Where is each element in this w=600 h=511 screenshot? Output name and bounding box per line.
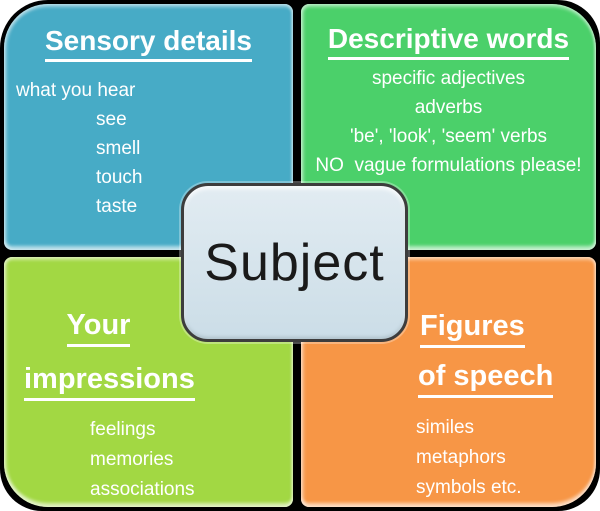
sensory-details-list: what you hear see smell touch taste [16,76,142,221]
list-item: associations [90,479,195,500]
figures-of-speech-title-line2: of speech [418,360,554,398]
subject-label: Subject [204,233,385,292]
figures-of-speech-title-line2-text: of speech [418,360,554,398]
list-item: specific adjectives [371,68,526,89]
list-item: touch [96,167,143,188]
figures-of-speech-list: similes metaphors symbols etc. [416,413,522,503]
list-item: taste [96,196,138,217]
list-item: similes [416,417,475,438]
your-impressions-title-line2: impressions [24,363,195,401]
your-impressions-list: feelings memories associations [90,415,195,505]
sensory-details-title-text: Sensory details [45,25,252,62]
list-item: smell [96,138,141,159]
subject-box: Subject [181,183,408,342]
list-item: what you hear [16,80,136,101]
list-item: NO vague formulations please! [315,155,582,176]
list-item: 'be', 'look', 'seem' verbs [349,126,548,147]
list-item: memories [90,449,174,470]
your-impressions-title-line2-text: impressions [24,363,195,401]
your-impressions-title-line1: Your [4,309,193,347]
descriptive-words-title: Descriptive words [301,23,596,60]
your-impressions-title-line1-text: Your [66,309,131,347]
quadrant-sensory-details: Sensory details what you hear see smell … [4,4,293,250]
sensory-details-title: Sensory details [4,25,293,62]
descriptive-words-title-text: Descriptive words [327,23,570,60]
list-item: metaphors [416,447,506,468]
list-item: feelings [90,419,156,440]
figures-of-speech-title-line1-text: Figures [420,310,525,348]
list-item: symbols etc. [416,477,522,498]
figures-of-speech-title-line1: Figures [420,310,525,348]
descriptive-words-list: specific adjectives adverbs 'be', 'look'… [301,64,596,180]
list-item: see [96,109,127,130]
list-item: adverbs [414,97,483,118]
